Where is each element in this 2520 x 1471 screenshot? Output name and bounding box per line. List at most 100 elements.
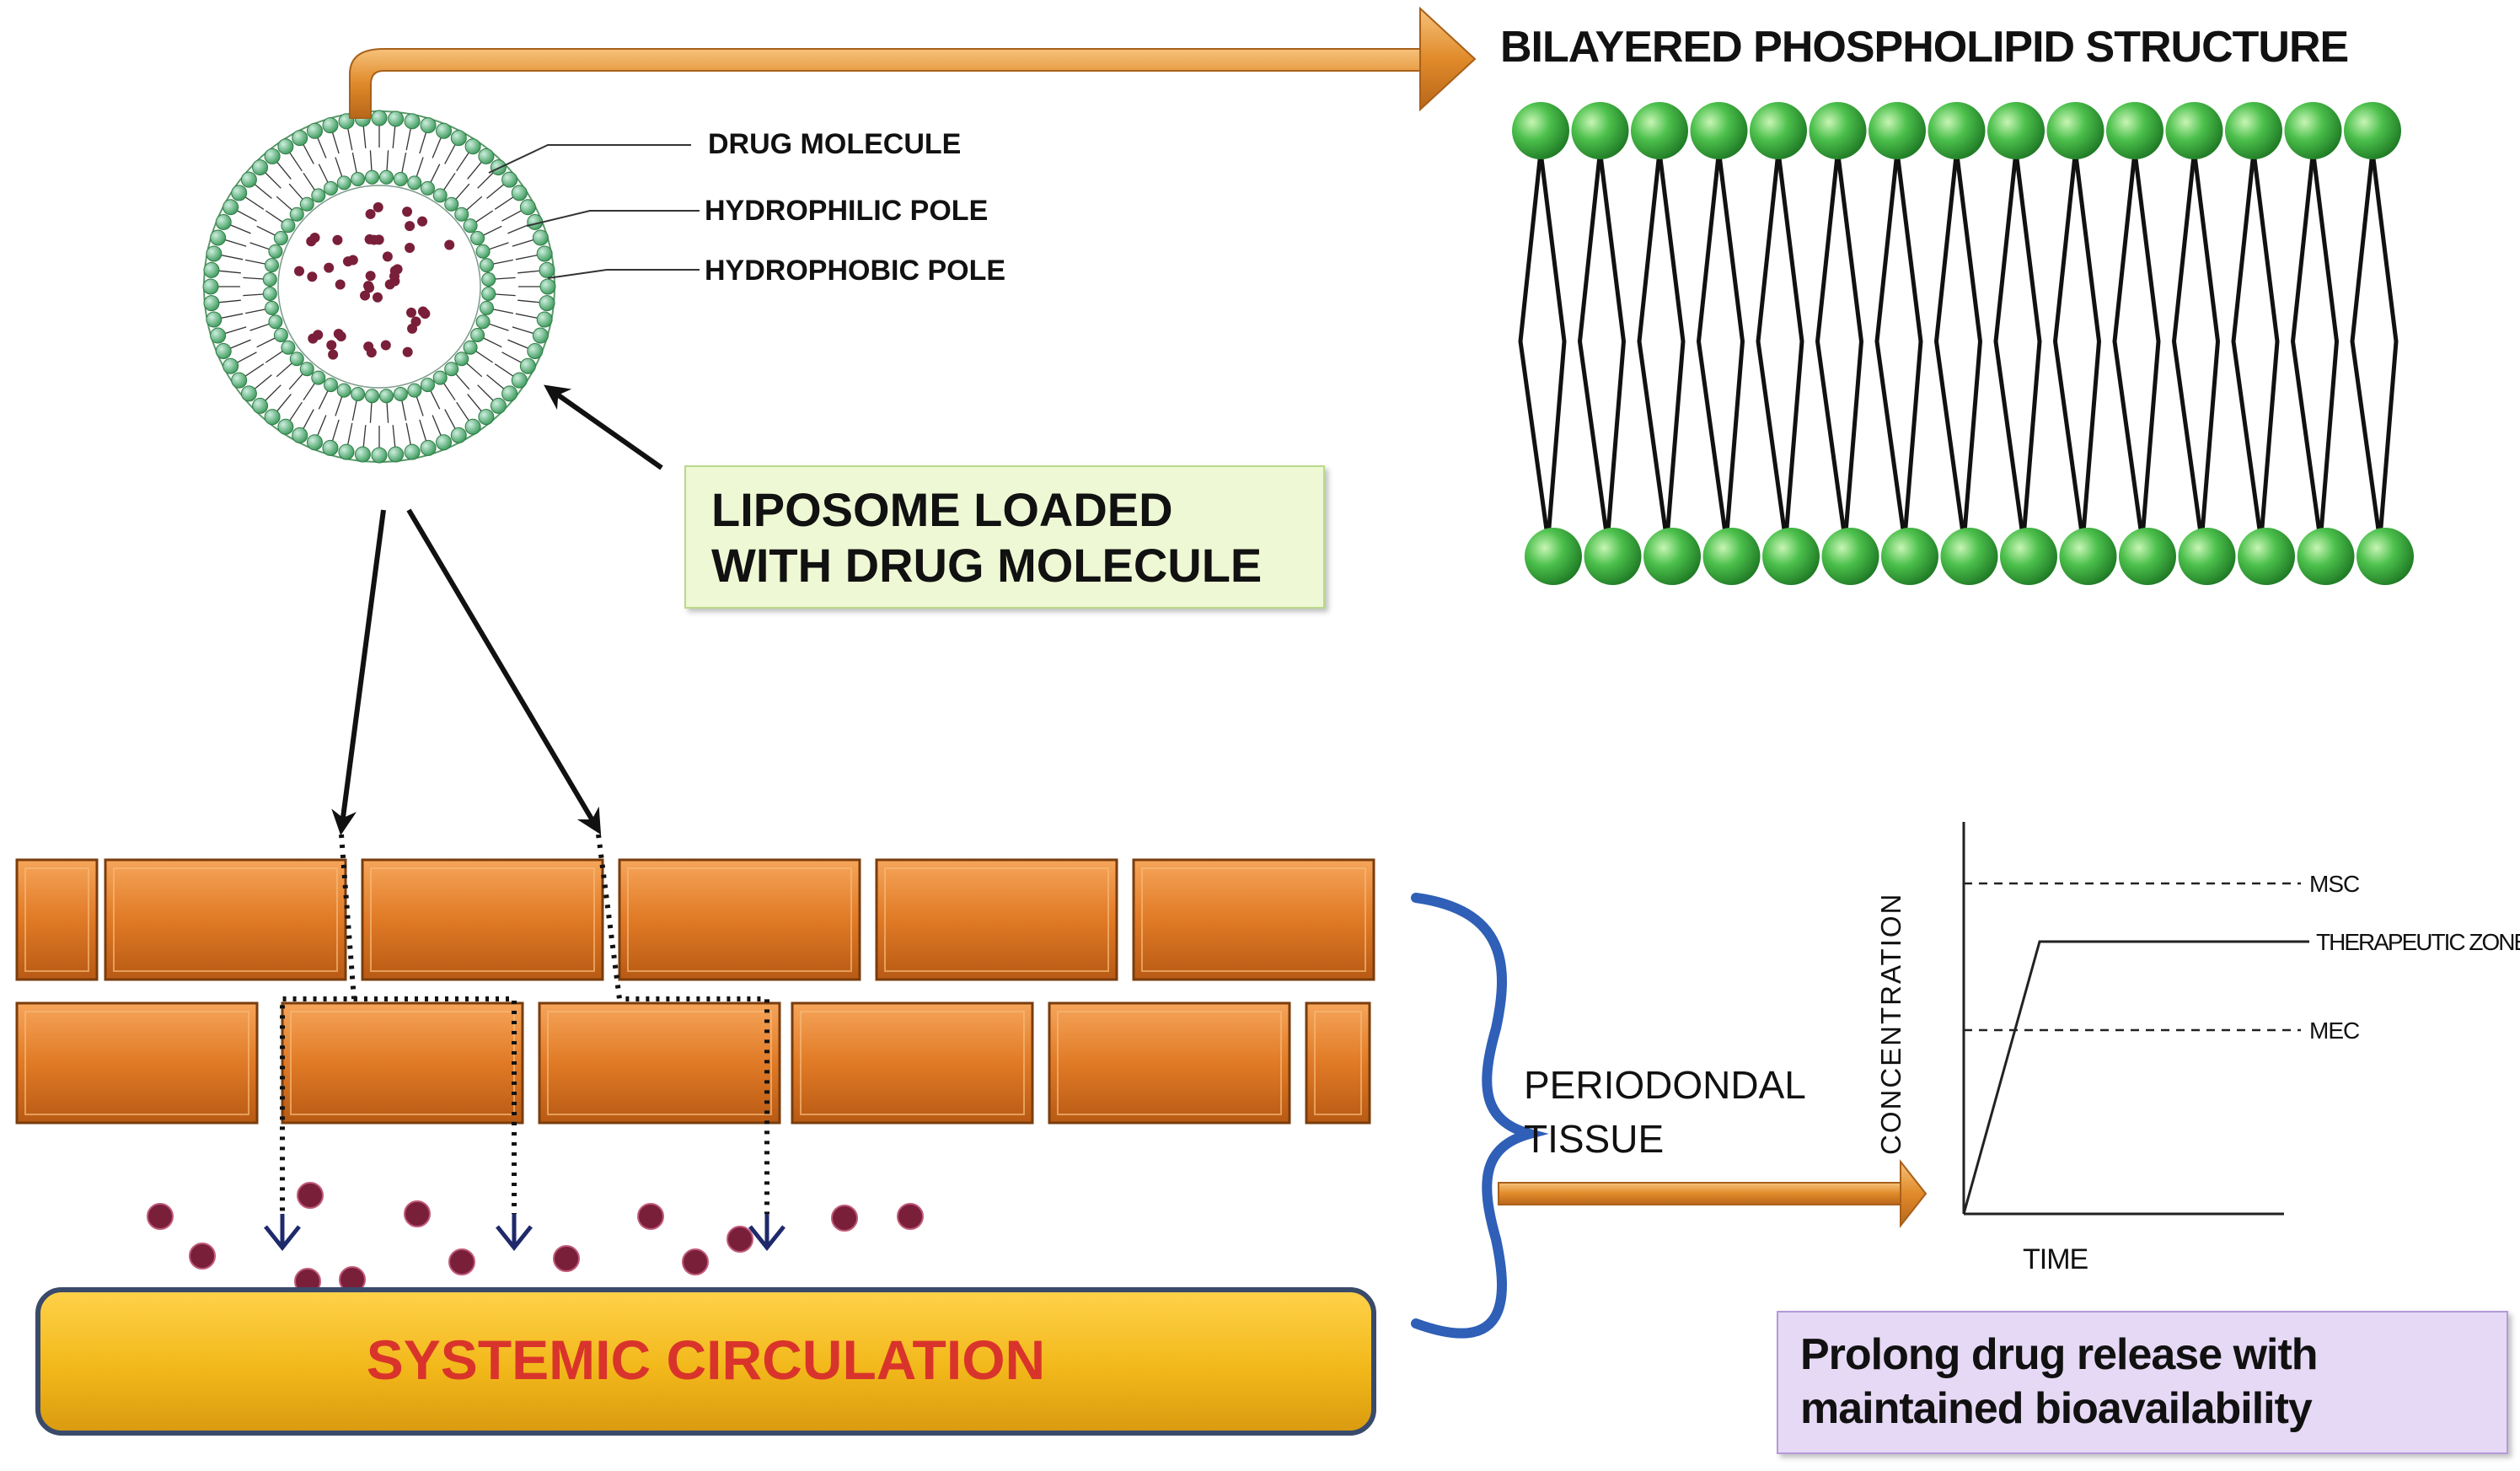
- lipid-head: [324, 180, 339, 196]
- tissue-label-line-2: TISSUE: [1524, 1117, 1665, 1161]
- lipid-head: [277, 418, 294, 435]
- brick: [15, 858, 99, 981]
- graph-y-label: CONCENTRATION: [1875, 892, 1906, 1155]
- bilayer-bottom-head: [1643, 528, 1701, 585]
- drug-dot: [402, 346, 413, 357]
- lipid-head: [262, 287, 277, 302]
- lipid-head: [393, 171, 408, 186]
- released-drug-dot: [448, 1248, 475, 1275]
- lipid-head: [464, 138, 481, 155]
- drug-molecules: [294, 201, 455, 360]
- lipid-head: [532, 229, 549, 246]
- release-arrowheads: [264, 1214, 785, 1252]
- released-drug-dot: [147, 1203, 174, 1230]
- drug-dot: [405, 221, 416, 232]
- tissue-label-line-1: PERIODONDAL: [1524, 1063, 1806, 1107]
- systemic-circulation-bar: [35, 1287, 1376, 1436]
- lipid-head: [527, 343, 544, 360]
- lipid-head: [289, 207, 304, 222]
- brick-bevel: [1057, 1011, 1282, 1115]
- released-drug-dot: [404, 1200, 431, 1227]
- brick-bevel: [24, 1011, 249, 1115]
- lipid-head: [371, 110, 388, 126]
- lipid-head: [475, 244, 491, 259]
- brick: [1048, 1001, 1291, 1125]
- lipid-head: [273, 327, 288, 342]
- lipid-head: [511, 372, 528, 389]
- drug-dot: [308, 333, 319, 344]
- lipid-head: [490, 397, 507, 414]
- drug-dot: [335, 279, 346, 290]
- brick: [875, 858, 1118, 981]
- lipid-head: [231, 185, 248, 201]
- bilayer-top-head: [1750, 102, 1807, 159]
- lipid-head: [322, 117, 339, 134]
- lipid-head: [206, 311, 223, 328]
- bilayer-tail: [1836, 151, 1864, 549]
- lipid-head: [379, 389, 394, 404]
- lipid-head: [404, 113, 421, 130]
- summary-line-2: maintained bioavailability: [1800, 1384, 2313, 1433]
- bilayer-tail: [2013, 151, 2042, 549]
- lipid-head: [264, 258, 279, 273]
- lipid-head: [379, 169, 394, 185]
- lipid-head: [478, 409, 495, 426]
- lipid-head: [364, 169, 379, 185]
- lipid-head: [388, 110, 405, 127]
- bilayer-bottom-head: [1525, 528, 1582, 585]
- bilayer-tail: [2350, 151, 2383, 549]
- lipid-head: [480, 258, 495, 273]
- bilayer-tail: [1993, 151, 2027, 549]
- mec-label: MEC: [2309, 1017, 2360, 1044]
- released-drug-dot: [727, 1226, 753, 1253]
- lipid-head: [202, 278, 219, 295]
- lipid-head: [203, 295, 220, 312]
- lipid-head: [463, 218, 478, 234]
- bilayer-tail: [1577, 151, 1611, 549]
- drug-dot: [360, 290, 371, 301]
- lipid-head: [338, 443, 355, 460]
- lipid-head: [407, 175, 422, 191]
- absorption-arrow-1: [331, 509, 386, 835]
- bilayer-top-head: [2344, 102, 2401, 159]
- lipid-head: [281, 218, 296, 234]
- lipid-head: [262, 271, 277, 287]
- bilayer-tail: [1776, 151, 1804, 549]
- released-drug-molecules: [147, 1182, 924, 1295]
- bilayer-tail: [1756, 151, 1789, 549]
- lipid-head: [480, 300, 495, 315]
- release-graph: [1962, 822, 2309, 1216]
- bilayer-bottom-head: [1881, 528, 1938, 585]
- bilayer-top-head: [2225, 102, 2282, 159]
- bilayer-top-head: [1631, 102, 1688, 159]
- drug-dot: [382, 251, 393, 262]
- lipid-head: [436, 122, 453, 139]
- lipid-head: [501, 171, 518, 188]
- lipid-head: [336, 383, 351, 398]
- lipid-head: [324, 378, 339, 393]
- drug-dot: [365, 208, 376, 219]
- tissue-to-graph-arrow: [1498, 1159, 1928, 1228]
- lipid-head: [532, 327, 549, 344]
- bilayer-tail: [1933, 151, 1967, 549]
- lipid-head: [289, 352, 304, 367]
- msc-label: MSC: [2309, 871, 2360, 897]
- lipid-head: [240, 171, 257, 188]
- lipid-head: [351, 171, 366, 186]
- drug-dot: [365, 271, 376, 282]
- lipid-head: [306, 434, 323, 451]
- periodontal-tissue-bricks: [15, 858, 1375, 1125]
- drug-dot: [380, 340, 391, 351]
- lipid-head: [292, 427, 308, 443]
- brick: [281, 1001, 524, 1125]
- lipid-head: [206, 245, 223, 262]
- drug-dot: [373, 201, 383, 212]
- bilayer-tail: [1518, 151, 1552, 549]
- label-hydrophilic-pole: HYDROPHILIC POLE: [705, 195, 989, 227]
- drug-dot: [328, 349, 339, 360]
- lipid-head: [519, 357, 536, 374]
- brick: [618, 858, 861, 981]
- lipid-head: [539, 278, 556, 295]
- lipid-head: [481, 287, 496, 302]
